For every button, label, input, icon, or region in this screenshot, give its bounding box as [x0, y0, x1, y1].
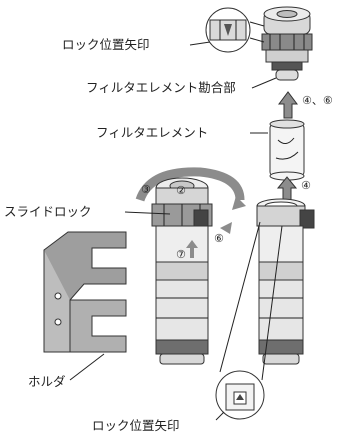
label-element: フィルタエレメント [96, 125, 208, 140]
label-step6: ⑥ [214, 232, 224, 245]
leader-lock-arrow-bottom [215, 411, 225, 421]
label-step2: ② [176, 184, 186, 197]
label-element-engage: フィルタエレメント勘合部 [86, 80, 236, 95]
label-step3: ③ [141, 183, 151, 196]
leader-slide-lock [124, 211, 171, 215]
right-filter-housing [256, 198, 315, 365]
arrow-icon [220, 222, 232, 234]
lock-arrow-zoom-bottom [215, 221, 283, 420]
label-steps-top: ④、⑥ [302, 94, 333, 107]
label-step4-mid: ④ [301, 179, 311, 192]
label-lock-arrow-bottom: ロック位置矢印 [92, 418, 180, 433]
up-arrow-icon [276, 176, 298, 201]
left-filter-housing [135, 167, 246, 365]
holder [43, 231, 127, 353]
element-joint-part [261, 6, 313, 81]
leader-element-engage [251, 77, 277, 89]
label-step7: ⑦ [176, 248, 186, 261]
label-slide-lock: スライドロック [4, 204, 92, 219]
leader-holder [69, 353, 105, 381]
lock-arrow-zoom-top [205, 7, 265, 53]
leader-lock-arrow-top [189, 41, 211, 46]
label-holder: ホルダ [28, 374, 66, 389]
up-arrow-icon [278, 91, 298, 119]
filter-element [269, 119, 305, 181]
label-lock-arrow-top: ロック位置矢印 [62, 37, 150, 52]
up-arrow-icon [186, 240, 198, 258]
